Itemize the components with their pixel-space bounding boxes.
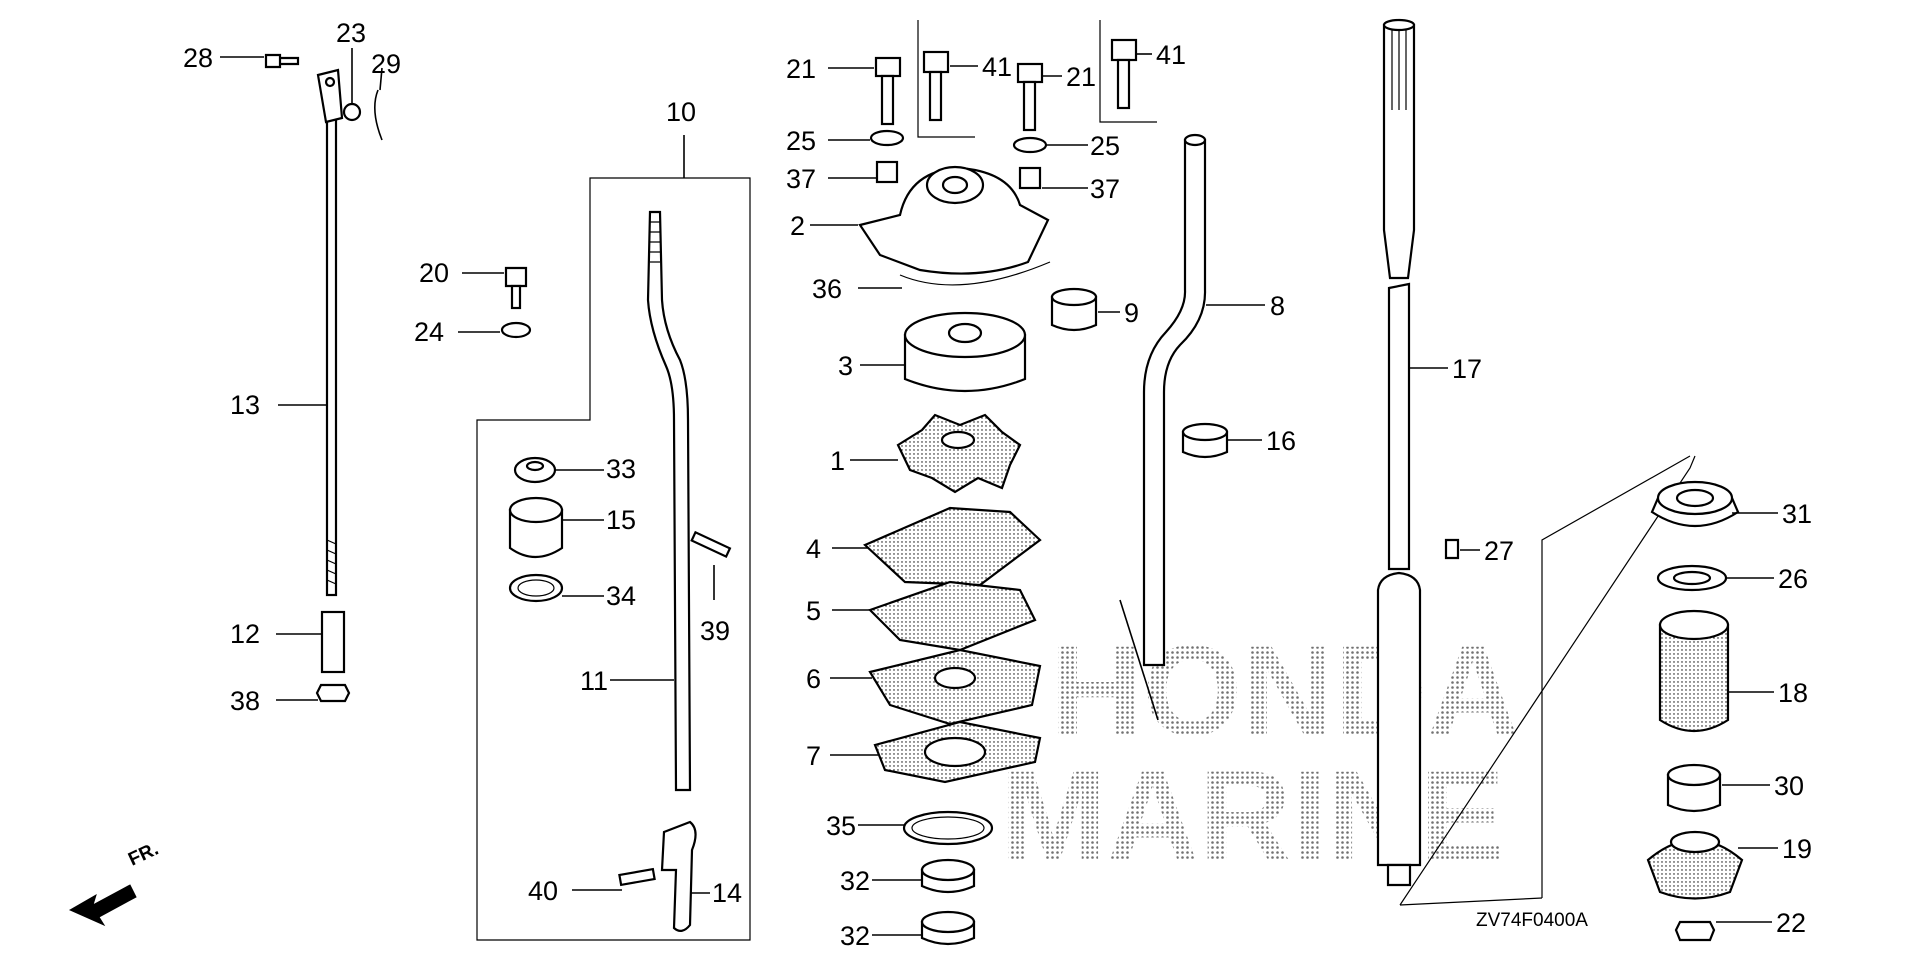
bolt-28: [264, 53, 300, 69]
front-direction-arrow-icon: FR.: [68, 839, 162, 927]
pin-39: [690, 530, 732, 559]
drive-shaft-lower: [1376, 571, 1422, 867]
washer-25-left: [869, 129, 905, 147]
callout-20: 20: [419, 258, 449, 288]
gasket-36: [899, 261, 1051, 286]
callout-8: 8: [1270, 291, 1285, 321]
callout-25-left: 25: [786, 126, 816, 156]
callout-31: 31: [1782, 499, 1812, 529]
callout-19: 19: [1782, 834, 1812, 864]
bolt-washer-20-24: [458, 266, 532, 339]
shift-arm-group: [476, 135, 751, 941]
shift-rod-assembly: [264, 53, 383, 703]
shift-lever-14: [660, 820, 697, 932]
cotter-pin-29: [374, 89, 383, 141]
callout-3: 3: [838, 351, 853, 381]
callout-35: 35: [826, 811, 856, 841]
callout-38: 38: [230, 686, 260, 716]
impeller-1: [896, 413, 1022, 494]
callout-1: 1: [830, 446, 845, 476]
callout-10: 10: [666, 97, 696, 127]
bolt-21-right: [1016, 62, 1044, 84]
callout-41-left: 41: [982, 52, 1012, 82]
callout-11: 11: [580, 666, 608, 696]
gasket-4: [863, 506, 1042, 587]
plate-5: [867, 580, 1037, 652]
callout-7: 7: [806, 741, 821, 771]
washer-25-right: [1012, 136, 1048, 154]
diagram-code: ZV74F0400A: [1476, 910, 1588, 931]
water-tube-assembly: [1119, 133, 1265, 721]
callout-leaders-pump: [810, 53, 1152, 936]
collar-37-left: [875, 160, 899, 184]
gear-parts-right: [1444, 480, 1778, 942]
callout-27: 27: [1484, 536, 1514, 566]
callout-25-right: 25: [1090, 131, 1120, 161]
bolt-41-left: [922, 50, 950, 74]
callout-5: 5: [806, 596, 821, 626]
callout-15: 15: [606, 505, 636, 535]
callout-33: 33: [606, 454, 636, 484]
collar-37-right: [1018, 166, 1042, 190]
drive-shaft-assembly: [1376, 18, 1696, 906]
callout-22: 22: [1776, 908, 1806, 938]
bolt-20: [504, 266, 528, 288]
shift-rod: [325, 98, 338, 597]
pin-40: [618, 867, 656, 887]
callout-32-top: 32: [840, 866, 870, 896]
callout-26: 26: [1778, 564, 1808, 594]
callout-18: 18: [1778, 678, 1808, 708]
callout-numbers: 28 23 29 13 12 38 20 24 10 33 15 34 39 1…: [183, 18, 1812, 951]
callout-40: 40: [528, 876, 558, 906]
o-ring-35: [902, 810, 994, 846]
collar-9: [1050, 295, 1098, 332]
rod-link-plate: [316, 68, 344, 124]
svg-text:HONDA: HONDA: [1050, 620, 1519, 763]
callout-34: 34: [606, 581, 636, 611]
callout-30: 30: [1774, 771, 1804, 801]
washer-24: [500, 321, 532, 339]
callout-29: 29: [371, 49, 401, 79]
front-label: FR.: [125, 839, 162, 871]
joint-nut-12: [320, 610, 346, 674]
callout-23: 23: [336, 18, 366, 48]
washer-23: [342, 102, 362, 122]
callout-37-right: 37: [1090, 174, 1120, 204]
water-pump-assembly: [858, 20, 1157, 946]
callout-9: 9: [1124, 298, 1139, 328]
key-27: [1444, 538, 1460, 560]
callout-28: 28: [183, 43, 213, 73]
callout-12: 12: [230, 619, 260, 649]
callout-37-left: 37: [786, 164, 816, 194]
o-ring-34: [508, 573, 564, 603]
callout-4: 4: [806, 534, 821, 564]
callout-16: 16: [1266, 426, 1296, 456]
callout-32-bottom: 32: [840, 921, 870, 951]
drive-shaft-17: [1387, 282, 1411, 571]
water-tube-8: [1142, 138, 1207, 667]
honda-marine-watermark: HONDA MARINE: [1000, 620, 1519, 888]
nut-38: [315, 683, 351, 703]
callout-leaders-left: [220, 48, 383, 701]
nut-22: [1674, 920, 1716, 942]
callout-21-right: 21: [1066, 62, 1096, 92]
shift-arm-rod-11: [646, 210, 692, 792]
callout-41-right: 41: [1156, 40, 1186, 70]
callout-24: 24: [414, 317, 444, 347]
callout-36: 36: [812, 274, 842, 304]
bushing-15: [508, 508, 564, 559]
callout-13: 13: [230, 390, 260, 420]
callout-21-left: 21: [786, 54, 816, 84]
pump-housing-2: [858, 166, 1050, 275]
gear-18: [1658, 623, 1730, 732]
callout-17: 17: [1452, 354, 1482, 384]
callout-2: 2: [790, 211, 805, 241]
callout-6: 6: [806, 664, 821, 694]
callout-14: 14: [712, 878, 742, 908]
bolt-21-left: [874, 56, 902, 78]
callout-39: 39: [700, 616, 730, 646]
bolt-41-right: [1110, 38, 1138, 62]
svg-text:MARINE: MARINE: [1000, 745, 1505, 888]
